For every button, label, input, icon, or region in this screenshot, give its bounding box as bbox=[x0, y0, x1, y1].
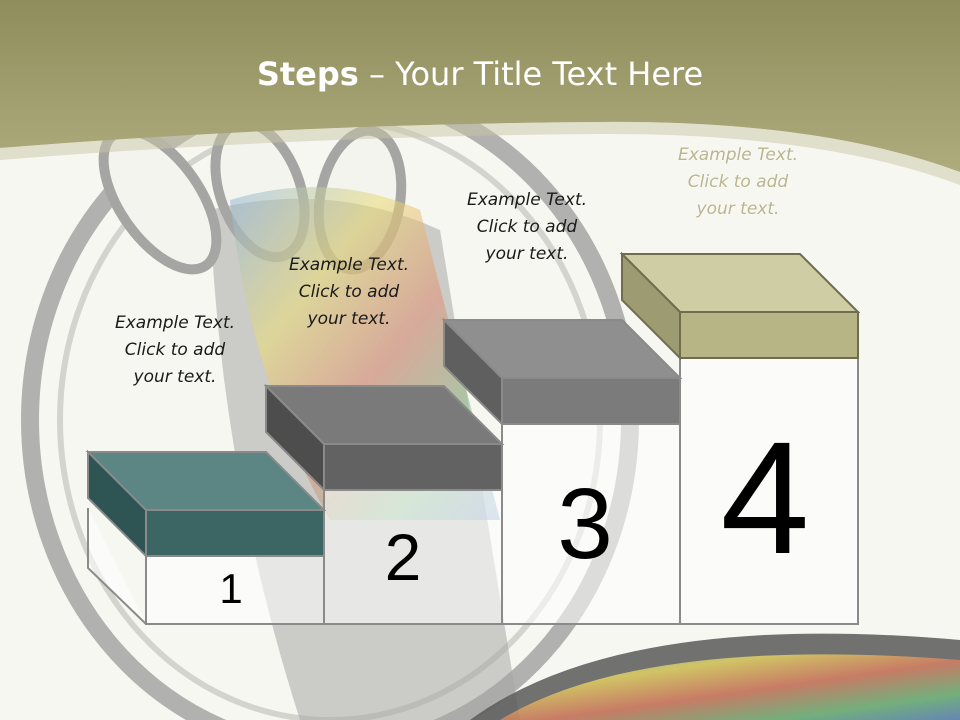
title-rest: – Your Title Text Here bbox=[358, 55, 704, 93]
step-2-block bbox=[263, 383, 505, 493]
step-4-block bbox=[619, 251, 861, 361]
step-2-text[interactable]: Example Text. Click to add your text. bbox=[288, 255, 410, 329]
step-3-text[interactable]: Example Text. Click to add your text. bbox=[466, 190, 588, 264]
title-bold: Steps bbox=[256, 55, 359, 93]
step-4-text[interactable]: Example Text. Click to add your text. bbox=[677, 145, 799, 219]
step-1-text[interactable]: Example Text. Click to add your text. bbox=[114, 313, 236, 387]
film-strip-graphic bbox=[470, 633, 960, 720]
step-2-number: 2 bbox=[384, 520, 422, 594]
page-title: Steps – Your Title Text Here bbox=[0, 52, 960, 96]
step-3-block bbox=[441, 317, 683, 427]
step-3-number: 3 bbox=[557, 468, 613, 580]
step-4-number: 4 bbox=[720, 408, 810, 587]
step-1-number: 1 bbox=[219, 565, 243, 612]
step-1-block bbox=[85, 449, 327, 559]
header-band bbox=[0, 0, 960, 172]
